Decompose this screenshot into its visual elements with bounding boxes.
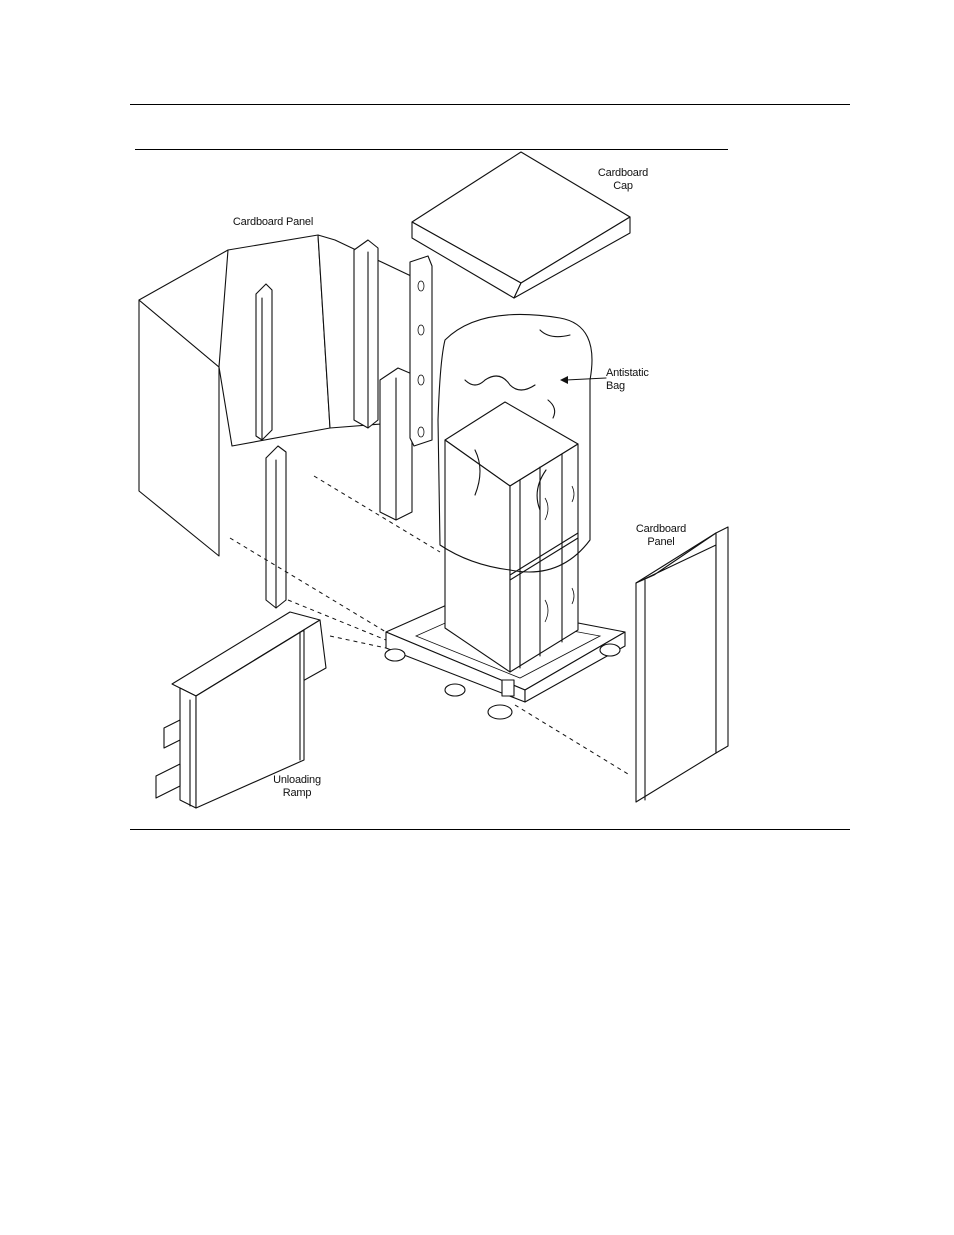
bottom-rule — [130, 829, 850, 830]
unloading-ramp-drawing — [155, 611, 327, 809]
top-rule — [130, 104, 850, 105]
figure-top-rule — [135, 149, 728, 150]
cardboard-panel-left-label: Cardboard Panel — [232, 216, 314, 228]
cardboard-cap-label: Cardboard Cap — [597, 167, 649, 192]
cardboard-cap-drawing — [411, 151, 631, 299]
unloading-ramp-label: Unloading Ramp — [273, 774, 321, 799]
right-cardboard-panel-drawing — [635, 526, 729, 803]
cabinet-pallet-drawing — [384, 313, 626, 720]
left-cardboard-panel-drawing — [138, 234, 433, 609]
antistatic-bag-label: Antistatic Bag — [606, 367, 649, 392]
cardboard-panel-right-label: Cardboard Panel — [635, 523, 687, 548]
